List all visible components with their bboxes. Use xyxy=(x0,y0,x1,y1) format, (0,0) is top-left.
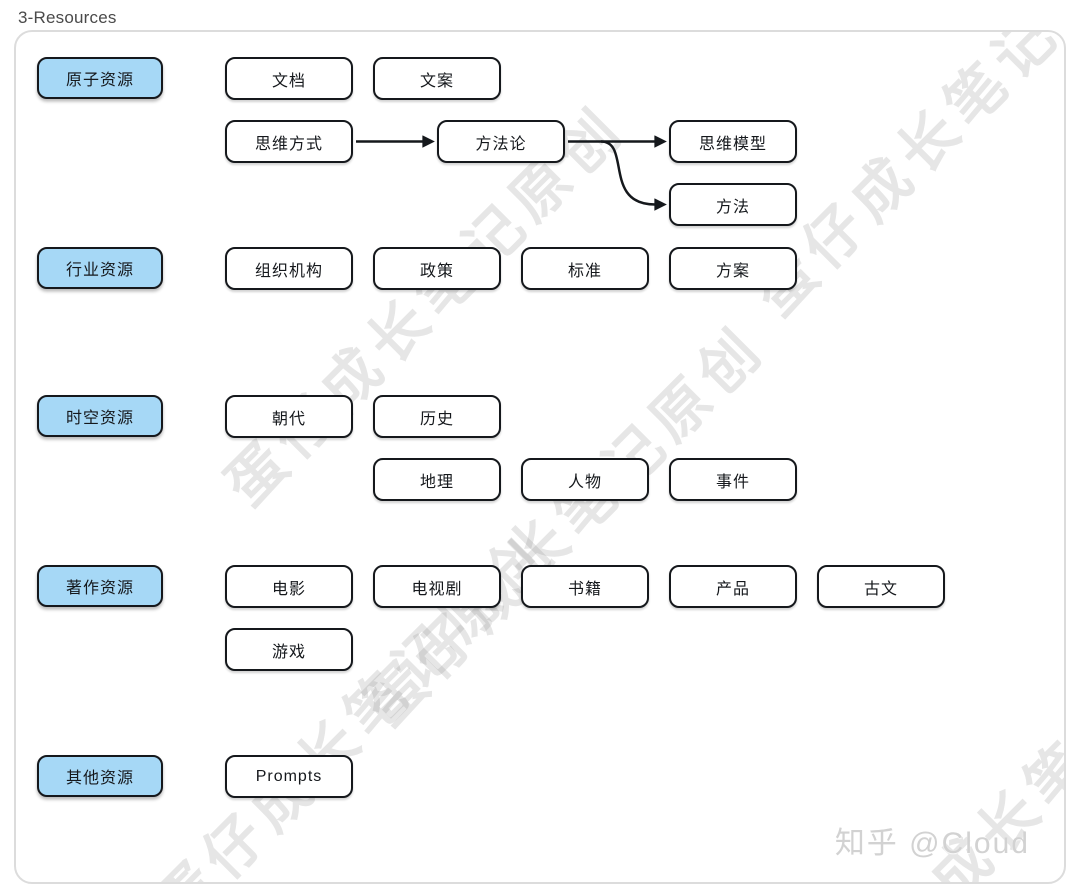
item-box-16: 电视剧 xyxy=(373,565,501,608)
item-box-19: 古文 xyxy=(817,565,945,608)
item-box-5: 方法 xyxy=(669,183,797,226)
category-box-2: 时空资源 xyxy=(37,395,163,437)
item-box-17: 书籍 xyxy=(521,565,649,608)
item-box-4: 思维模型 xyxy=(669,120,797,163)
category-box-0: 原子资源 xyxy=(37,57,163,99)
item-box-15: 电影 xyxy=(225,565,353,608)
item-box-10: 朝代 xyxy=(225,395,353,438)
category-box-3: 著作资源 xyxy=(37,565,163,607)
watermark-credit: 知乎 @Cloud xyxy=(834,827,1030,860)
diagram-board: 蛋仔成长笔记原创蛋仔成长笔记原创蛋仔成长笔记原创蛋仔成长笔记原创蛋仔成长笔记原创… xyxy=(14,30,1066,884)
item-box-1: 文案 xyxy=(373,57,501,100)
item-box-3: 方法论 xyxy=(437,120,565,163)
item-box-9: 方案 xyxy=(669,247,797,290)
item-box-18: 产品 xyxy=(669,565,797,608)
item-box-11: 历史 xyxy=(373,395,501,438)
item-box-6: 组织机构 xyxy=(225,247,353,290)
item-box-8: 标准 xyxy=(521,247,649,290)
item-box-13: 人物 xyxy=(521,458,649,501)
item-box-0: 文档 xyxy=(225,57,353,100)
page-title: 3-Resources xyxy=(18,8,117,27)
item-box-21: Prompts xyxy=(225,755,353,798)
item-box-12: 地理 xyxy=(373,458,501,501)
item-box-20: 游戏 xyxy=(225,628,353,671)
item-box-7: 政策 xyxy=(373,247,501,290)
item-box-2: 思维方式 xyxy=(225,120,353,163)
category-box-4: 其他资源 xyxy=(37,755,163,797)
category-box-1: 行业资源 xyxy=(37,247,163,289)
item-box-14: 事件 xyxy=(669,458,797,501)
